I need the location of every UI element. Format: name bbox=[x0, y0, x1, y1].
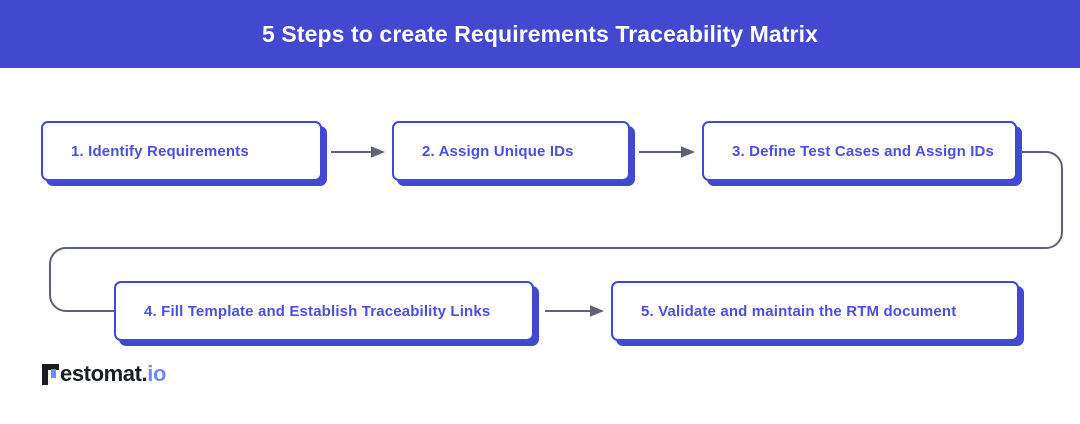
step-box-2[interactable]: 2. Assign Unique IDs bbox=[392, 121, 630, 181]
step-box-3-label: 3. Define Test Cases and Assign IDs bbox=[732, 142, 995, 160]
step-box-1[interactable]: 1. Identify Requirements bbox=[41, 121, 322, 181]
header-banner bbox=[0, 0, 1080, 68]
step-box-4[interactable]: 4. Fill Template and Establish Traceabil… bbox=[114, 281, 534, 341]
step-box-3[interactable]: 3. Define Test Cases and Assign IDs bbox=[702, 121, 1017, 181]
logo-text-accent: io bbox=[147, 361, 167, 386]
step-box-4-label: 4. Fill Template and Establish Traceabil… bbox=[144, 302, 491, 320]
testomat-logo[interactable]: estomat. io bbox=[42, 360, 166, 388]
testomat-t-mark-icon bbox=[42, 363, 59, 385]
logo-text-dark: estomat. bbox=[60, 361, 148, 386]
step-box-1-label: 1. Identify Requirements bbox=[71, 142, 249, 160]
step-box-2-label: 2. Assign Unique IDs bbox=[422, 142, 574, 160]
page-title: 5 Steps to create Requirements Traceabil… bbox=[262, 20, 818, 47]
step-box-5-label: 5. Validate and maintain the RTM documen… bbox=[641, 302, 957, 320]
step-box-5[interactable]: 5. Validate and maintain the RTM documen… bbox=[611, 281, 1019, 341]
